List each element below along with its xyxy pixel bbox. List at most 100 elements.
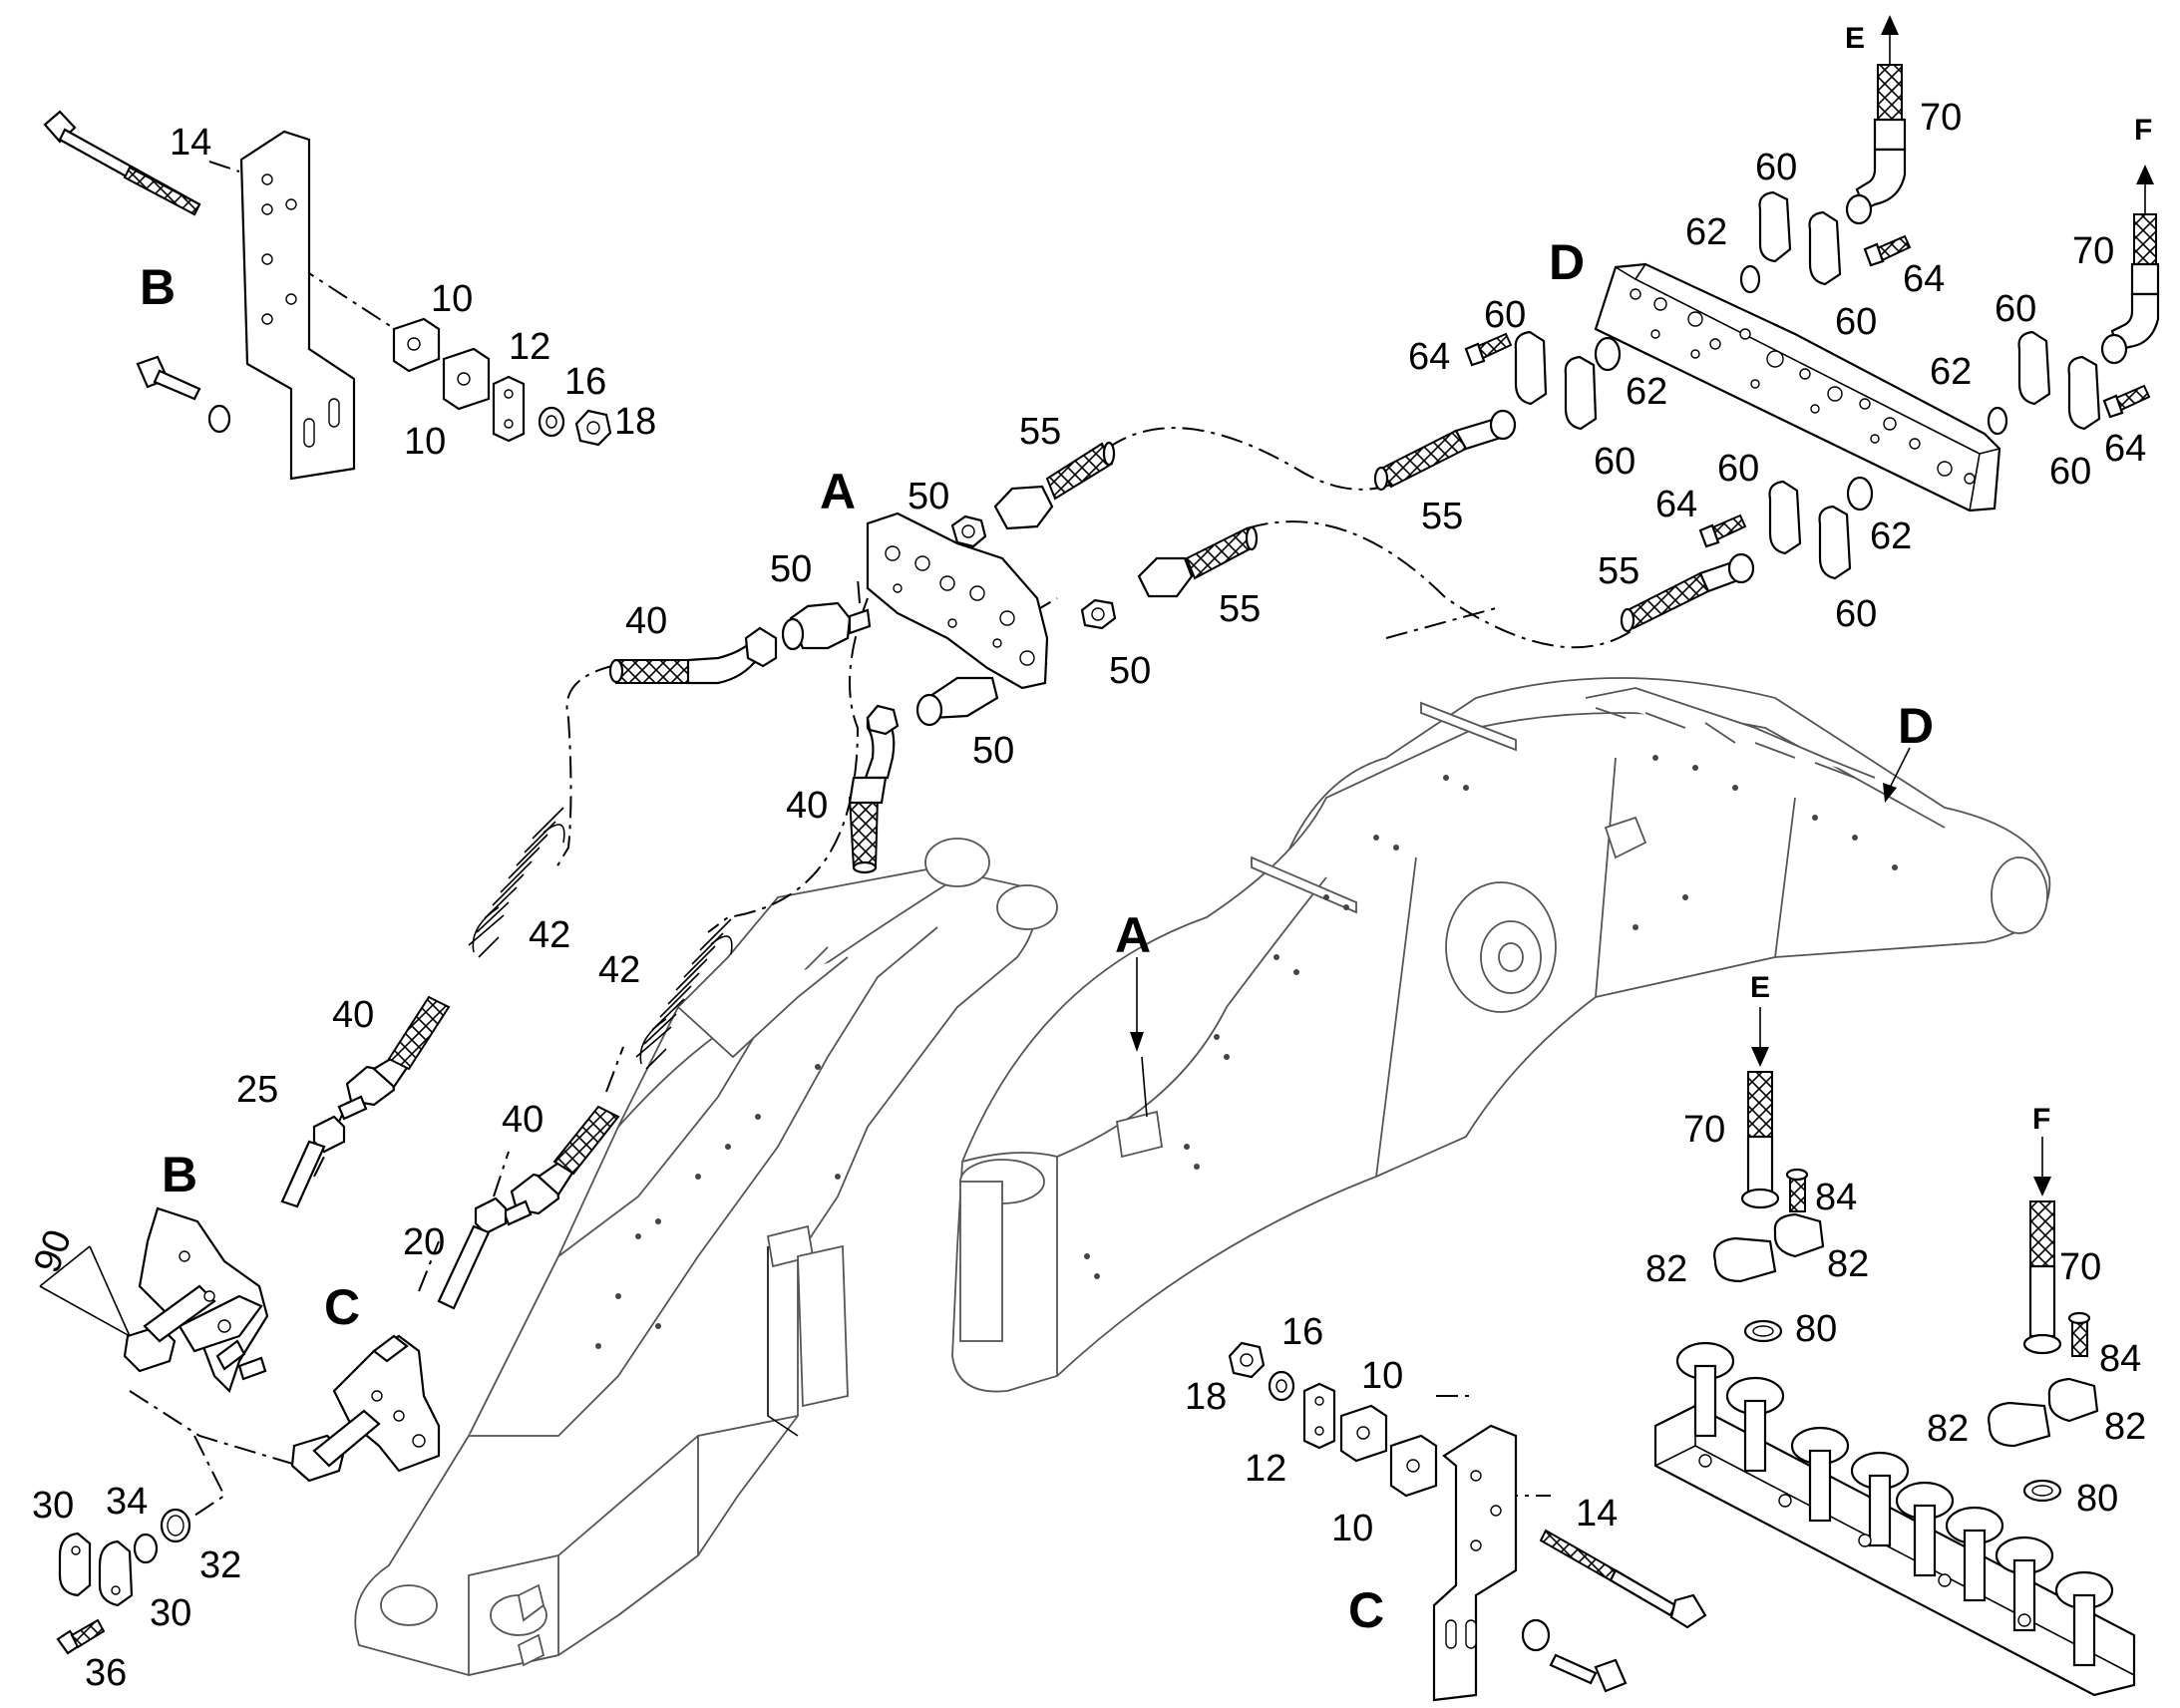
screw-36 — [56, 1618, 106, 1655]
hose-55-lower-right — [1620, 552, 1755, 633]
callout-12-b: 12 — [509, 326, 550, 368]
rings-62-d — [1594, 264, 2008, 512]
fitting-50-a-1 — [950, 514, 987, 548]
nut-18-b — [574, 409, 612, 447]
callout-60-8: 60 — [1835, 593, 1877, 635]
washer-16-b — [538, 406, 565, 438]
callout-40-top: 40 — [625, 600, 667, 642]
hose-70-e-bottom — [1713, 1007, 1825, 1343]
callout-62-1: 62 — [1685, 211, 1727, 253]
hose-40-left — [337, 995, 451, 1121]
hose-55-top-left — [993, 441, 1116, 530]
callout-82-1: 82 — [1645, 1248, 1687, 1290]
fitting-50-a-3 — [1080, 598, 1117, 630]
callout-55-top-left: 55 — [1019, 411, 1061, 453]
screw-b-lower — [136, 355, 231, 434]
callout-55-top-centre: 55 — [1219, 588, 1261, 630]
spring-42-left — [468, 807, 565, 958]
section-b-top: B — [140, 259, 176, 315]
callout-42-right: 42 — [598, 949, 640, 991]
arrow-label-e-bottom: E — [1750, 971, 1770, 1004]
callout-34: 34 — [106, 1481, 148, 1523]
callout-14-c: 14 — [1576, 1493, 1618, 1535]
callout-42-left: 42 — [529, 914, 570, 956]
spring-42-right — [635, 918, 733, 1070]
callout-60-5: 60 — [1594, 441, 1635, 483]
arrow-label-f-top: F — [2134, 114, 2152, 147]
adapter-20 — [437, 1196, 508, 1310]
callout-20: 20 — [403, 1221, 445, 1263]
clamp-10-b — [392, 317, 491, 411]
washer-32 — [160, 1508, 191, 1543]
callout-40-mid: 40 — [786, 785, 828, 827]
section-d-block: D — [1549, 234, 1585, 290]
callout-62-2: 62 — [1626, 371, 1667, 413]
callout-numbers: 14 10 12 16 18 10 55 50 50 40 55 50 50 4… — [26, 97, 2146, 1694]
callout-82-4: 82 — [2104, 1406, 2146, 1448]
callout-40-left: 40 — [332, 994, 374, 1036]
plate-12-c — [1302, 1382, 1336, 1450]
callout-40-right: 40 — [502, 1099, 544, 1141]
callout-60-6: 60 — [2049, 451, 2091, 493]
flange-60-set-d — [1514, 190, 2101, 580]
callout-62-4: 62 — [1870, 515, 1912, 557]
callout-25: 25 — [236, 1069, 278, 1111]
callout-16-b: 16 — [564, 361, 606, 403]
hose-40-mid — [848, 704, 900, 874]
callout-10-c-top: 10 — [1361, 1355, 1403, 1397]
callout-10-c-bot: 10 — [1331, 1508, 1373, 1549]
boom-rivet-dots — [1084, 755, 1898, 1279]
hose-40-right — [502, 1105, 620, 1226]
callout-82-2: 82 — [1827, 1243, 1869, 1285]
bracket-plate-c — [1432, 1424, 1518, 1702]
valve-block-c — [290, 1334, 441, 1483]
callout-80-1: 80 — [1795, 1308, 1837, 1350]
hose-70-f-bottom — [1988, 1137, 2099, 1503]
ring-34 — [133, 1533, 159, 1564]
callout-60-4: 60 — [1995, 288, 2036, 330]
section-c-bottom: C — [1348, 1582, 1384, 1638]
callout-64-2: 64 — [1408, 336, 1450, 378]
callout-18-c: 18 — [1185, 1376, 1227, 1418]
main-boom-drawing — [951, 677, 2051, 1393]
arrow-label-e-top: E — [1845, 22, 1865, 55]
callout-50-a-3: 50 — [1109, 650, 1151, 692]
callout-62-3: 62 — [1930, 351, 1972, 393]
callout-60-7: 60 — [1717, 448, 1759, 490]
callout-10-b-bot: 10 — [404, 421, 446, 463]
callout-18-b: 18 — [614, 401, 656, 443]
section-c-left: C — [324, 1279, 360, 1335]
callout-70-f-bot: 70 — [2059, 1246, 2101, 1288]
screws-64-d — [1464, 234, 2151, 548]
fitting-50-a-2 — [781, 601, 872, 651]
section-a-boom: A — [1115, 907, 1151, 963]
boom-callout-arrows — [1130, 747, 1911, 1052]
section-a-plate: A — [820, 464, 856, 519]
flange-30-b — [98, 1539, 134, 1607]
callout-16-c: 16 — [1281, 1311, 1323, 1353]
callout-70-e-bot: 70 — [1683, 1109, 1725, 1151]
callout-60-3: 60 — [1484, 294, 1526, 336]
flow-arrow-letters: E F E F — [1750, 22, 2152, 1136]
valve-block-b — [123, 1206, 269, 1394]
callout-10-b-top: 10 — [431, 278, 473, 320]
valve-bank — [1653, 1341, 2136, 1697]
callout-50-a-4: 50 — [972, 730, 1014, 772]
callout-50-a-2: 50 — [770, 548, 812, 590]
callout-64-4: 64 — [1655, 484, 1697, 525]
bracket-plate-b — [239, 130, 356, 481]
callout-70-f-top: 70 — [2072, 230, 2114, 272]
hose-55-mid-right — [1373, 409, 1517, 492]
hose-70-f-top — [2100, 165, 2160, 365]
fitting-50-a-4 — [915, 676, 999, 727]
section-letters: B A D D A B C C — [140, 234, 1934, 1638]
hose-70-e-top — [1845, 15, 1907, 225]
callout-30-b: 30 — [150, 1592, 191, 1634]
callout-14-b: 14 — [170, 122, 211, 164]
clamp-10-c — [1339, 1404, 1438, 1498]
callout-90: 90 — [26, 1224, 80, 1278]
callout-50-a-1: 50 — [908, 476, 949, 517]
callout-84-1: 84 — [1815, 1177, 1857, 1218]
callout-82-3: 82 — [1927, 1408, 1969, 1450]
